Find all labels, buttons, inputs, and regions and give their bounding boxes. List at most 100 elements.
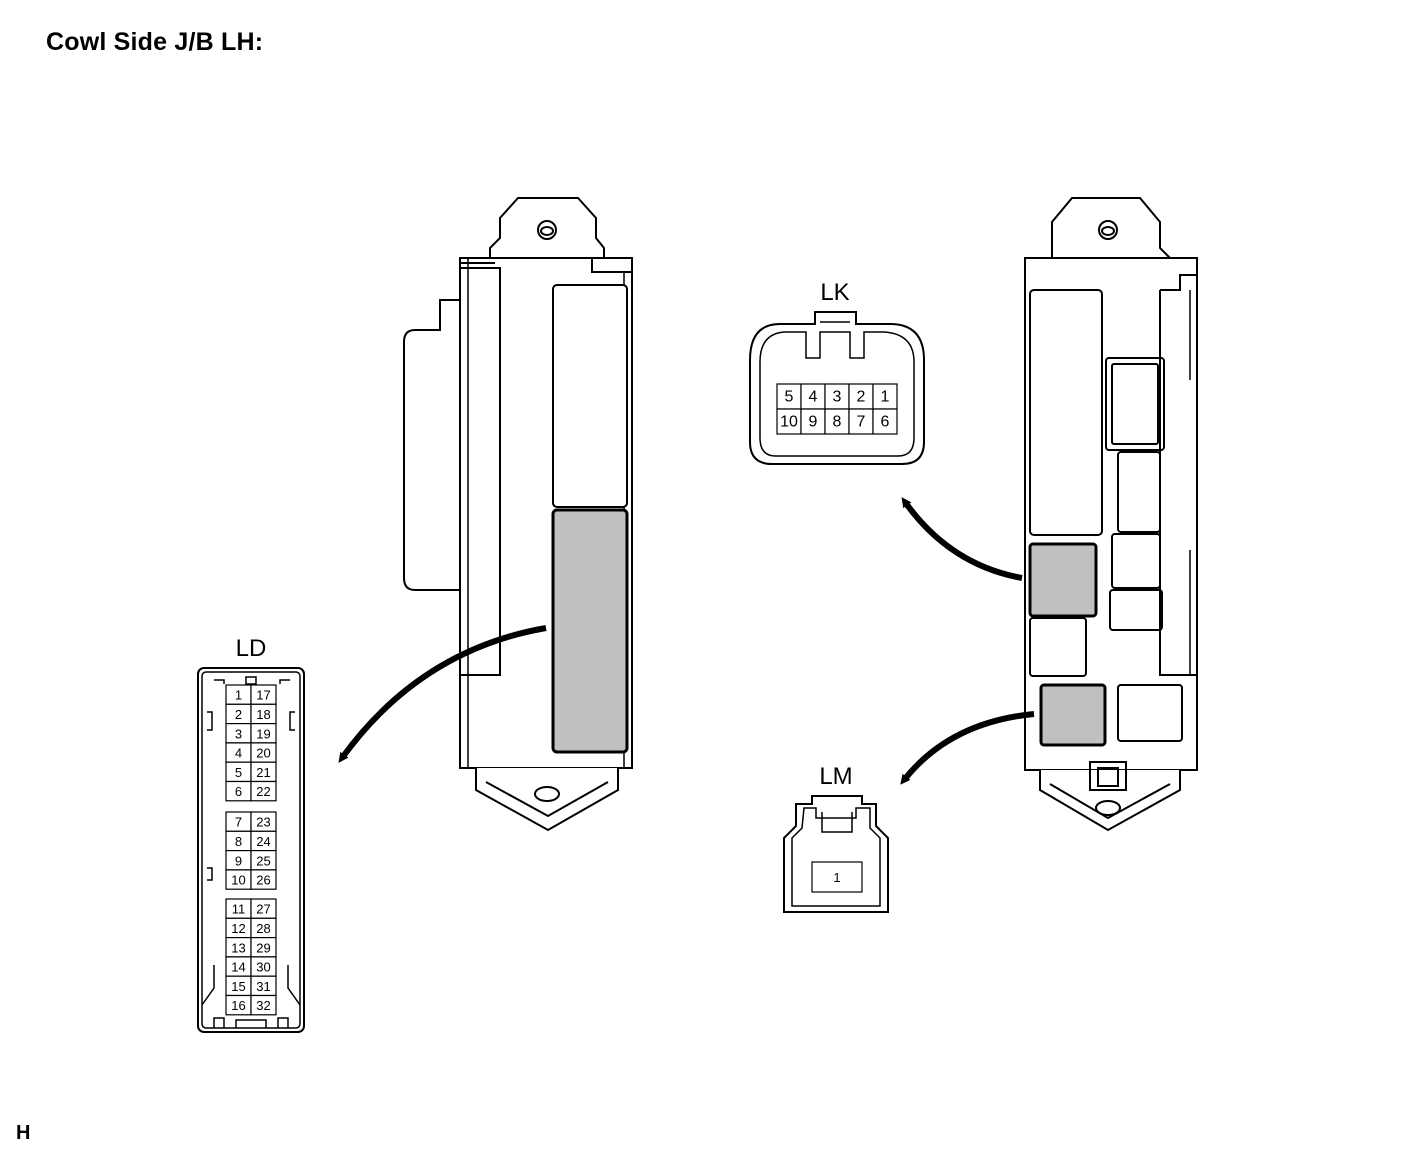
pin-cell: 10 <box>776 408 802 435</box>
pin-cell: 2 <box>225 703 252 725</box>
connector-lk-label: LK <box>820 279 849 306</box>
pin-cell: 3 <box>225 722 252 744</box>
pin-number: 22 <box>256 784 270 799</box>
page-title: Cowl Side J/B LH: <box>46 28 264 56</box>
pin-number: 16 <box>231 998 245 1013</box>
junction-block-right <box>1024 197 1198 832</box>
pin-number: 24 <box>256 834 270 849</box>
pin-number: 7 <box>235 815 242 830</box>
pin-cell: 7 <box>848 408 874 435</box>
pin-cell: 8 <box>225 830 252 852</box>
pin-number: 17 <box>256 688 270 703</box>
pin-number: 2 <box>857 389 866 406</box>
pin-number: 8 <box>833 414 842 431</box>
pin-number: 25 <box>256 853 270 868</box>
arrow-to-lk <box>901 497 1023 581</box>
pin-cell: 32 <box>250 994 277 1016</box>
pin-number: 13 <box>231 940 245 955</box>
pin-number: 7 <box>857 414 866 431</box>
pin-number: 1 <box>235 688 242 703</box>
pin-cell: 29 <box>250 936 277 958</box>
pin-cell: 12 <box>225 917 252 939</box>
pin-cell: 17 <box>250 684 277 705</box>
pin-number: 23 <box>256 815 270 830</box>
pin-number: 21 <box>256 765 270 780</box>
pin-cell: 6 <box>225 780 252 802</box>
lk-location-highlight <box>1028 542 1098 618</box>
pin-cell: 26 <box>250 869 277 890</box>
pin-number: 18 <box>256 707 270 722</box>
pin-cell: 3 <box>824 383 850 410</box>
pin-cell: 28 <box>250 917 277 939</box>
pin-cell: 22 <box>250 780 277 802</box>
pin-cell: 23 <box>250 811 277 832</box>
pin-number: 28 <box>256 921 270 936</box>
pin-cell: 8 <box>824 408 850 435</box>
pin-number: 3 <box>833 389 842 406</box>
pin-number: 3 <box>235 726 242 741</box>
pin-cell: 25 <box>250 849 277 871</box>
pin-cell: 14 <box>225 956 252 977</box>
pin-number: 31 <box>256 979 270 994</box>
pin-number: 9 <box>809 414 818 431</box>
pin-cell: 15 <box>225 975 252 997</box>
pin-cell: 5 <box>225 761 252 783</box>
pin-cell: 1 <box>872 383 898 410</box>
pin-cell: 18 <box>250 703 277 725</box>
pin-cell: 20 <box>250 742 277 763</box>
pin-number: 4 <box>809 389 818 406</box>
pin-number: 6 <box>881 414 890 431</box>
pin-cell: 4 <box>225 742 252 763</box>
pin-number: 29 <box>256 940 270 955</box>
pin-cell: 9 <box>800 408 826 435</box>
pin-cell: 1 <box>225 684 252 705</box>
pin-number: 4 <box>235 746 242 761</box>
pin-cell: 4 <box>800 383 826 410</box>
pin-cell: 11 <box>225 898 252 919</box>
pin-cell: 19 <box>250 722 277 744</box>
pin-cell: 27 <box>250 898 277 919</box>
pin-number: 32 <box>256 998 270 1013</box>
pin-cell: 6 <box>872 408 898 435</box>
pin-cell: 7 <box>225 811 252 832</box>
pin-cell: 9 <box>225 849 252 871</box>
pin-cell: 1 <box>811 861 863 893</box>
pin-number: 14 <box>231 960 245 975</box>
pin-number: 20 <box>256 746 270 761</box>
pin-number: 30 <box>256 960 270 975</box>
pin-cell: 31 <box>250 975 277 997</box>
pin-number: 8 <box>235 834 242 849</box>
pin-number: 2 <box>235 707 242 722</box>
pin-cell: 21 <box>250 761 277 783</box>
pin-number: 5 <box>785 389 794 406</box>
pin-number: 27 <box>256 902 270 917</box>
footer-code: H <box>16 1122 31 1144</box>
pin-number: 26 <box>256 873 270 888</box>
pin-cell: 16 <box>225 994 252 1016</box>
pin-number: 10 <box>780 414 798 431</box>
pin-number: 5 <box>235 765 242 780</box>
connector-lm: LM 1 <box>783 763 889 913</box>
connector-ld-label: LD <box>236 635 267 662</box>
ld-location-highlight <box>551 508 629 754</box>
lm-location-highlight <box>1039 683 1107 747</box>
pin-cell: 2 <box>848 383 874 410</box>
pin-number: 12 <box>231 921 245 936</box>
pin-number: 1 <box>881 389 890 406</box>
pin-number: 1 <box>833 870 840 885</box>
pin-number: 6 <box>235 784 242 799</box>
pin-number: 11 <box>232 902 246 917</box>
pin-number: 19 <box>256 726 270 741</box>
pin-number: 15 <box>231 979 245 994</box>
pin-cell: 30 <box>250 956 277 977</box>
pin-cell: 10 <box>225 869 252 890</box>
pin-cell: 13 <box>225 936 252 958</box>
pin-number: 9 <box>235 853 242 868</box>
connector-ld: LD 1 17 2 18 3 19 4 20 5 21 6 22 7 23 8 24 9 25 10 26 11 27 12… <box>197 635 305 1033</box>
arrow-to-lm <box>900 711 1035 785</box>
junction-block-left <box>403 197 633 832</box>
arrow-to-ld <box>338 625 547 763</box>
pin-number: 10 <box>231 873 245 888</box>
connector-lm-label: LM <box>819 763 852 790</box>
